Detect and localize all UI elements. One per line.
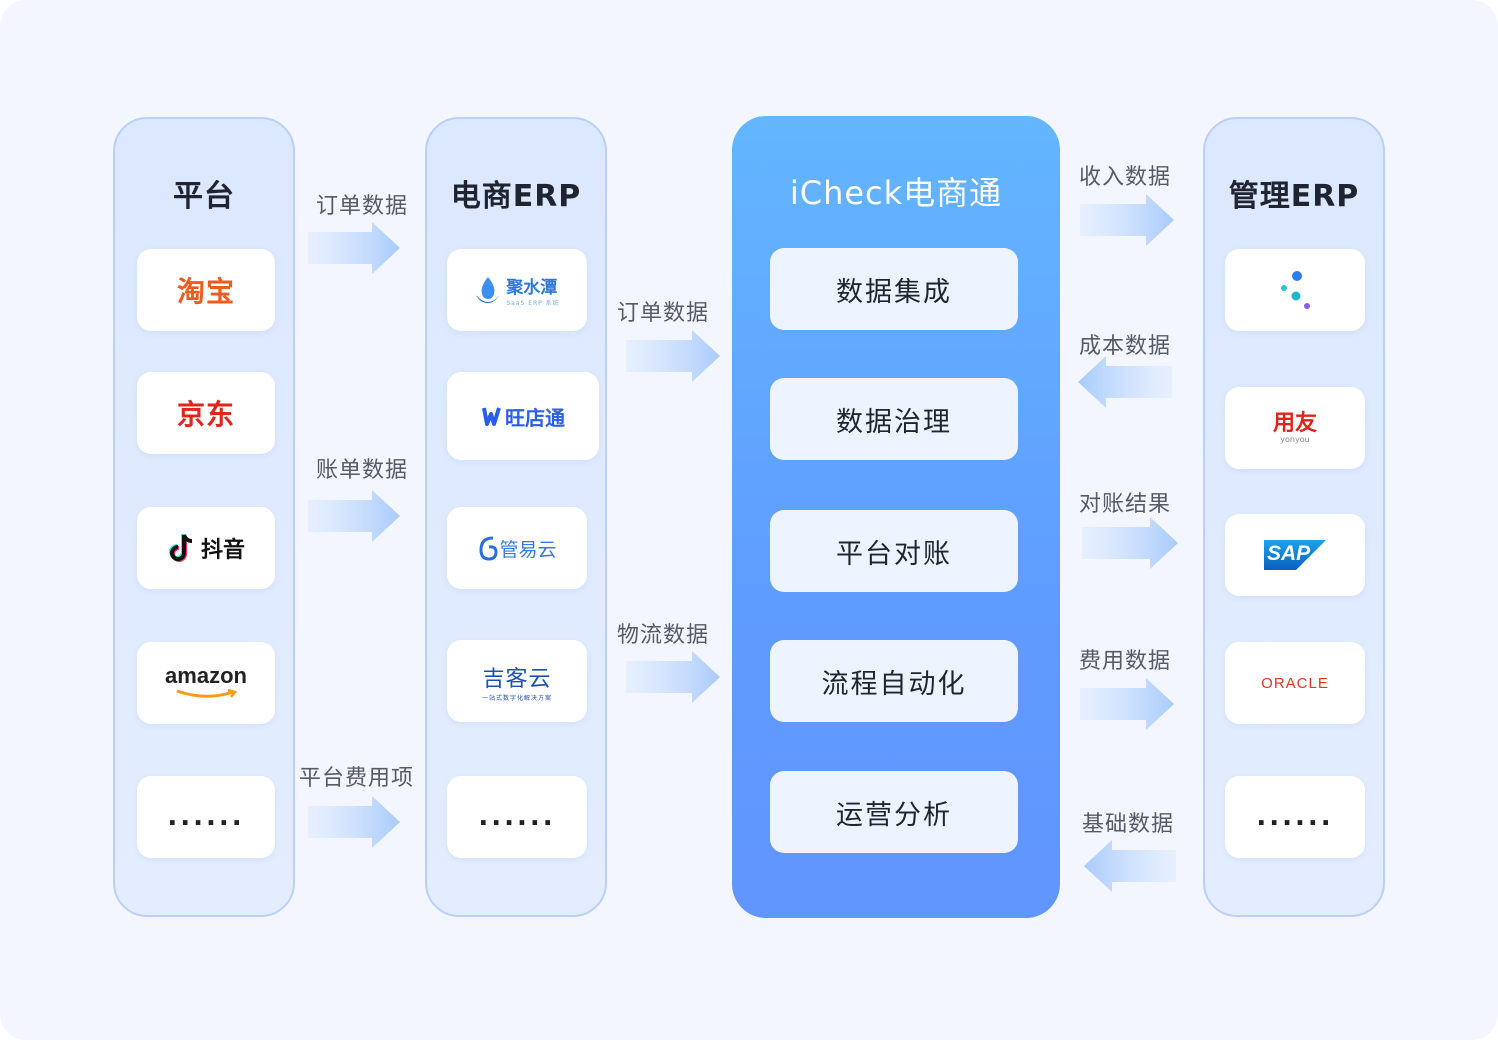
arrow-right-icon [308, 222, 400, 274]
wangdiantong-card: 旺店通 [447, 372, 599, 460]
ecom-erp-column-title: 电商ERP [450, 179, 582, 214]
arrow-right-icon [308, 796, 400, 848]
sap-card: SAP [1225, 514, 1365, 596]
oracle-card: ORACLE [1225, 642, 1365, 724]
jushuitan-logo: 聚水潭 [506, 278, 558, 298]
mgmt-more-card: ...... [1225, 776, 1365, 858]
flow-label-expense-data: 费用数据 [1079, 649, 1172, 674]
jikeyun-tagline: 一站式数字化解决方案 [481, 694, 552, 702]
taobao-logo: 淘宝 [176, 275, 235, 308]
arrow-right-icon [626, 651, 720, 703]
module-platform-reconciliation: 平台对账 [770, 510, 1018, 592]
arrow-right-icon [1080, 678, 1174, 730]
erp-more-card: ...... [447, 776, 587, 858]
icheck-module: iCheck电商通 数据集成 数据治理 平台对账 流程自动化 运营分析 [732, 116, 1060, 918]
flow-label-logistics-data: 物流数据 [617, 623, 710, 648]
platform-more-dots: ...... [167, 802, 245, 832]
icheck-title: iCheck电商通 [789, 174, 1003, 212]
wangdiantong-w-icon [482, 407, 501, 426]
flow-label-base-data: 基础数据 [1082, 812, 1175, 837]
arrow-right-icon [1082, 517, 1178, 569]
amazon-smile-icon [176, 689, 238, 698]
jikeyun-logo: 吉客云 [482, 666, 552, 692]
platform-more-card: ...... [137, 776, 275, 858]
sap-logo: SAP [1267, 542, 1311, 565]
douyin-logo: 抖音 [200, 538, 245, 563]
water-drop-icon [476, 277, 501, 303]
dots-brand-icon [1281, 271, 1310, 309]
taobao-card: 淘宝 [137, 249, 275, 331]
guanyiyun-logo: 管易云 [499, 538, 557, 561]
flow-label-platform-fees: 平台费用项 [299, 766, 415, 791]
arrow-left-icon [1078, 356, 1172, 408]
oracle-logo: ORACLE [1261, 674, 1329, 692]
guanyiyun-card: 管易云 [447, 507, 587, 589]
erp-more-dots: ...... [478, 802, 556, 832]
kingdee-card [1225, 249, 1365, 331]
flow-label-cost-data: 成本数据 [1079, 334, 1172, 359]
mgmt-erp-column-title: 管理ERP [1228, 179, 1360, 214]
flow-label-bill-data: 账单数据 [316, 458, 409, 483]
douyin-card: 抖音 [137, 507, 275, 589]
flow-label-order-data-middle: 订单数据 [617, 301, 710, 326]
platform-column: 平台 淘宝 京东 抖音 amazon ...... [113, 117, 295, 917]
module-operations-analysis: 运营分析 [770, 771, 1018, 853]
tiktok-icon [169, 534, 193, 562]
flow-label-reconciliation-result: 对账结果 [1079, 492, 1172, 517]
amazon-card: amazon [137, 642, 275, 724]
jushuitan-card: 聚水潭 SaaS ERP 系统 [447, 249, 587, 331]
ecom-erp-column: 电商ERP 聚水潭 SaaS ERP 系统 旺店通 管易云 吉客云 [425, 117, 607, 917]
wangdiantong-logo: 旺店通 [505, 405, 565, 430]
arrow-left-icon [1084, 840, 1176, 892]
jikeyun-card: 吉客云 一站式数字化解决方案 [447, 640, 587, 722]
module-data-integration: 数据集成 [770, 248, 1018, 330]
sap-logo-box: SAP [1264, 540, 1326, 570]
jd-card: 京东 [137, 372, 275, 454]
yonyou-logo: 用友 [1272, 410, 1317, 436]
arrow-right-icon [626, 330, 720, 382]
jushuitan-tagline: SaaS ERP 系统 [506, 300, 560, 307]
amazon-logo: amazon [165, 663, 247, 688]
guanyiyun-swirl-icon [479, 536, 498, 561]
arrow-right-icon [308, 490, 400, 542]
flow-label-revenue-data: 收入数据 [1079, 165, 1172, 190]
arrow-right-icon [1080, 194, 1174, 246]
sap-shape-icon [1264, 540, 1326, 570]
mgmt-erp-column: 管理ERP 用友 yonyou [1203, 117, 1385, 917]
yonyou-card: 用友 yonyou [1225, 387, 1365, 469]
module-data-governance: 数据治理 [770, 378, 1018, 460]
module-process-automation: 流程自动化 [770, 640, 1018, 722]
jd-logo: 京东 [176, 398, 235, 431]
mgmt-more-dots: ...... [1256, 802, 1334, 832]
yonyou-subtext: yonyou [1280, 434, 1310, 444]
platform-column-title: 平台 [173, 179, 235, 214]
flow-label-order-data-left: 订单数据 [316, 194, 409, 219]
